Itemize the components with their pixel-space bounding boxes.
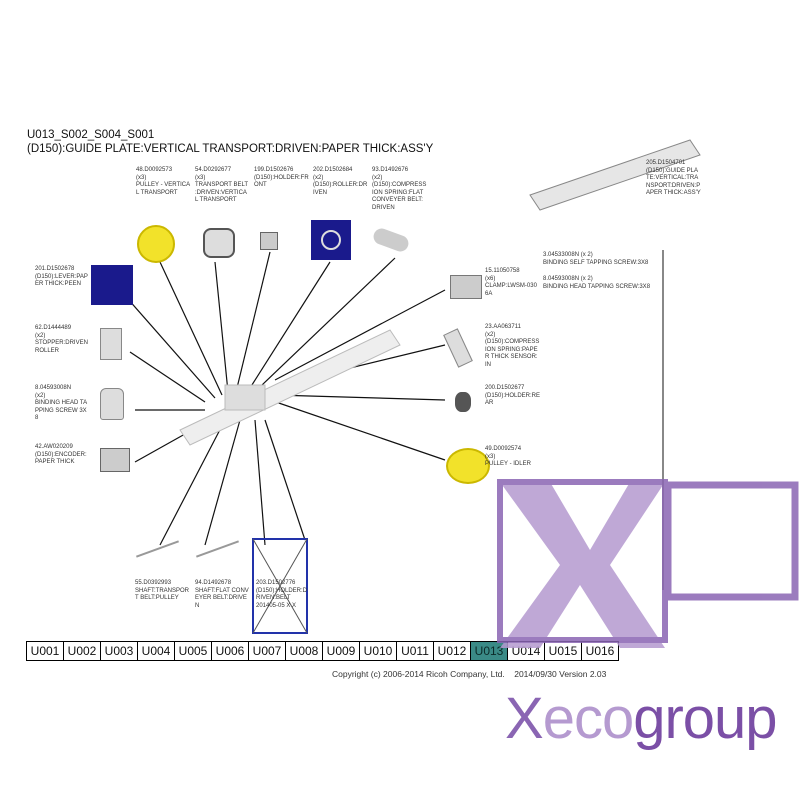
- part-label: 205.D1504701 (D150):GUIDE PLA TE:VERTICA…: [646, 160, 701, 196]
- tab-u006[interactable]: U006: [212, 642, 249, 660]
- tab-u010[interactable]: U010: [360, 642, 397, 660]
- tab-u015[interactable]: U015: [545, 642, 582, 660]
- tab-u005[interactable]: U005: [175, 642, 212, 660]
- assembly-drawing: [179, 329, 401, 446]
- part-label: 8.04593008N (x 2) BINDING HEAD TAPPING S…: [543, 276, 651, 290]
- part-label: 203.D1502776 (D150):HOLDER:D RIVEN:BELT …: [256, 580, 308, 609]
- tab-u001[interactable]: U001: [27, 642, 64, 660]
- part-label: 93.D1492676 (x2) (D150):COMPRESS ION SPR…: [372, 167, 427, 211]
- clamp-icon[interactable]: [450, 275, 482, 299]
- holder-driven-belt-discontinued-icon[interactable]: [252, 538, 308, 634]
- diagram-code: U013_S002_S004_S001: [27, 129, 155, 141]
- part-label: 23.AA063711 (x2) (D150):COMPRESS ION SPR…: [485, 324, 540, 368]
- part-label: 55.D0392993 SHAFT:TRANSPOR T BELT:PULLEY: [135, 580, 190, 601]
- holder-front-icon[interactable]: [260, 232, 278, 250]
- tab-u013[interactable]: U013: [471, 642, 508, 660]
- lever-paper-thick-icon[interactable]: [91, 265, 133, 305]
- part-label: 15.11050758 (x6) CLAMP:LWSM-030 6A: [485, 268, 537, 297]
- copyright: Copyright (c) 2006-2014 Ricoh Company, L…: [332, 669, 606, 679]
- pulley-vertical-transport-icon[interactable]: [137, 225, 175, 263]
- part-label: 202.D1502684 (x2) (D150):ROLLER:DR IVEN: [313, 167, 368, 196]
- roller-driven-icon[interactable]: [311, 220, 351, 260]
- part-label: 200.D1502677 (D150):HOLDER:RE AR: [485, 385, 541, 406]
- page-tabs: U001 U002 U003 U004 U005 U006 U007 U008 …: [26, 641, 619, 661]
- part-label: 62.D1444489 (x2) STOPPER:DRIVEN ROLLER: [35, 325, 88, 354]
- part-label: 94.D1492678 SHAFT:FLAT CONV EYER BELT:DR…: [195, 580, 249, 609]
- watermark-x: X: [505, 686, 544, 751]
- stopper-icon[interactable]: [100, 328, 122, 360]
- transport-belt-icon[interactable]: [203, 228, 235, 258]
- tab-u016[interactable]: U016: [582, 642, 618, 660]
- part-label: 54.D0292677 (x3) TRANSPORT BELT :DRIVEN:…: [195, 167, 249, 203]
- copyright-text: Copyright (c) 2006-2014 Ricoh Company, L…: [332, 669, 505, 679]
- guide-plate-thumbnail: [529, 139, 701, 211]
- tab-u003[interactable]: U003: [101, 642, 138, 660]
- watermark-group: group: [633, 686, 777, 751]
- tab-u008[interactable]: U008: [286, 642, 323, 660]
- screw-icon[interactable]: [100, 388, 124, 420]
- holder-rear-icon[interactable]: [455, 392, 471, 412]
- part-label: 8.04593008N (x2) BINDING HEAD TA PPING S…: [35, 385, 88, 421]
- version-text: 2014/09/30 Version 2.03: [514, 669, 607, 679]
- watermark-text: Xecogroup: [505, 686, 778, 751]
- part-label: 201.D1502678 (D150):LEVER:PAP ER THICK:P…: [35, 266, 88, 287]
- part-label: 48.D0092573 (x3) PULLEY - VERTICA L TRAN…: [136, 167, 191, 196]
- tab-u002[interactable]: U002: [64, 642, 101, 660]
- watermark-eco: eco: [542, 686, 635, 751]
- part-label: 49.D0092574 (x3) PULLEY - IDLER: [485, 446, 531, 467]
- tab-u011[interactable]: U011: [397, 642, 434, 660]
- tab-u012[interactable]: U012: [434, 642, 471, 660]
- encoder-icon[interactable]: [100, 448, 130, 472]
- pulley-idler-icon[interactable]: [446, 448, 490, 484]
- diagram-title: (D150):GUIDE PLATE:VERTICAL TRANSPORT:DR…: [27, 143, 434, 155]
- part-label: 42.AW020209 (D150):ENCODER: PAPER THICK: [35, 444, 87, 465]
- tab-u014[interactable]: U014: [508, 642, 545, 660]
- tab-u009[interactable]: U009: [323, 642, 360, 660]
- part-label: 3.04533008N (x 2) BINDING SELF TAPPING S…: [543, 252, 649, 266]
- tab-u004[interactable]: U004: [138, 642, 175, 660]
- part-label: 199.D1502676 (D150):HOLDER:FR ONT: [254, 167, 309, 188]
- tab-u007[interactable]: U007: [249, 642, 286, 660]
